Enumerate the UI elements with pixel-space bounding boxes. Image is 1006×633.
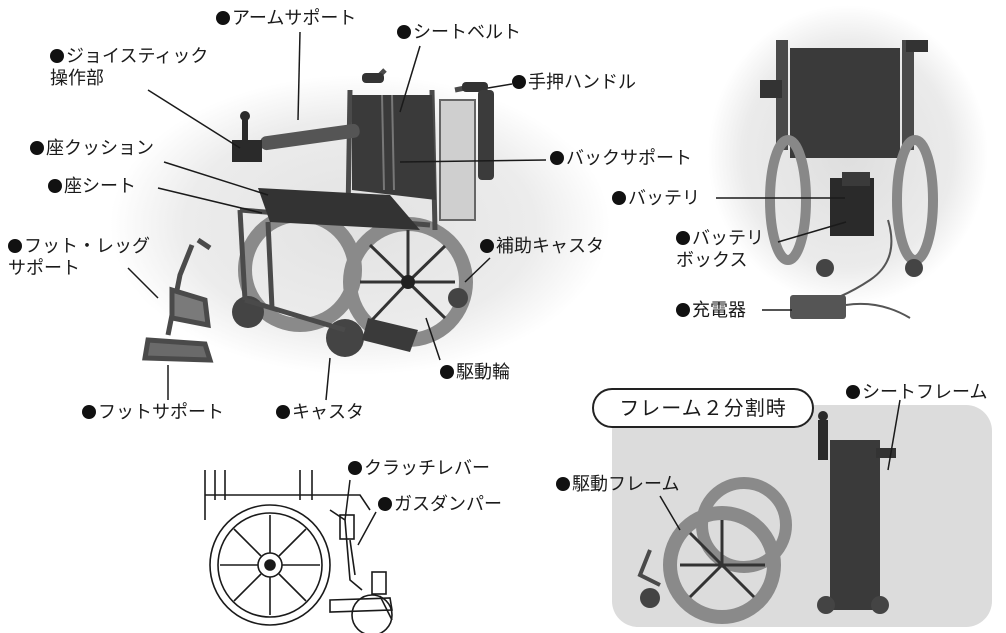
bullet-icon bbox=[676, 303, 690, 317]
bullet-icon bbox=[480, 239, 494, 253]
bullet-icon bbox=[48, 179, 62, 193]
label-assist-caster: 補助キャスタ bbox=[480, 236, 604, 258]
label-arm-support: アームサポート bbox=[216, 8, 356, 30]
foot-leg-support-part bbox=[142, 237, 214, 363]
label-back-support: バックサポート bbox=[550, 148, 692, 170]
label-joystick: ジョイスティック 操作部 bbox=[50, 46, 209, 89]
bullet-icon bbox=[82, 405, 96, 419]
split-frame-title: フレーム２分割時 bbox=[592, 388, 814, 428]
joystick-unit bbox=[232, 140, 262, 162]
bullet-icon bbox=[676, 231, 690, 245]
bullet-icon bbox=[348, 461, 362, 475]
bullet-icon bbox=[216, 11, 230, 25]
label-foot-support: フットサポート bbox=[82, 402, 224, 424]
label-gas-damper: ガスダンパー bbox=[378, 494, 502, 516]
arm-support bbox=[260, 123, 360, 151]
seat-frame-folded bbox=[830, 440, 880, 610]
seat-cushion bbox=[258, 188, 420, 230]
leader-lines bbox=[127, 31, 901, 546]
bullet-icon bbox=[612, 191, 626, 205]
label-seat-frame: シートフレーム bbox=[846, 382, 987, 404]
main-wheelchair-photo bbox=[110, 68, 610, 375]
bullet-icon bbox=[30, 141, 44, 155]
label-seat-sheet: 座シート bbox=[48, 176, 136, 198]
bullet-icon bbox=[550, 151, 564, 165]
clutch-detail-drawing bbox=[204, 470, 393, 633]
bullet-icon bbox=[378, 497, 392, 511]
bullet-icon bbox=[8, 239, 22, 253]
charger bbox=[790, 295, 846, 319]
label-push-handle: 手押ハンドル bbox=[512, 72, 636, 94]
bullet-icon bbox=[50, 49, 64, 63]
battery-box bbox=[830, 178, 874, 236]
bullet-icon bbox=[512, 75, 526, 89]
bullet-icon bbox=[276, 405, 290, 419]
label-drive-frame: 駆動フレーム bbox=[556, 474, 679, 496]
label-caster: キャスタ bbox=[276, 402, 364, 424]
split-frame-panel bbox=[612, 405, 992, 627]
push-handle bbox=[462, 82, 488, 92]
bullet-icon bbox=[846, 385, 860, 399]
label-seat-cushion: 座クッション bbox=[30, 138, 154, 160]
bullet-icon bbox=[556, 477, 570, 491]
bullet-icon bbox=[397, 25, 411, 39]
rear-view-photo bbox=[708, 5, 988, 319]
label-charger: 充電器 bbox=[676, 300, 746, 322]
label-clutch-lever: クラッチレバー bbox=[348, 458, 490, 480]
label-battery: バッテリ bbox=[612, 188, 700, 210]
label-drive-wheel: 駆動輪 bbox=[440, 362, 510, 384]
bullet-icon bbox=[440, 365, 454, 379]
drive-frame-wheel bbox=[663, 506, 781, 624]
label-seat-belt: シートベルト bbox=[397, 22, 521, 44]
label-foot-leg-support: フット・レッグ サポート bbox=[8, 236, 150, 279]
label-battery-box: バッテリ ボックス bbox=[676, 228, 764, 271]
